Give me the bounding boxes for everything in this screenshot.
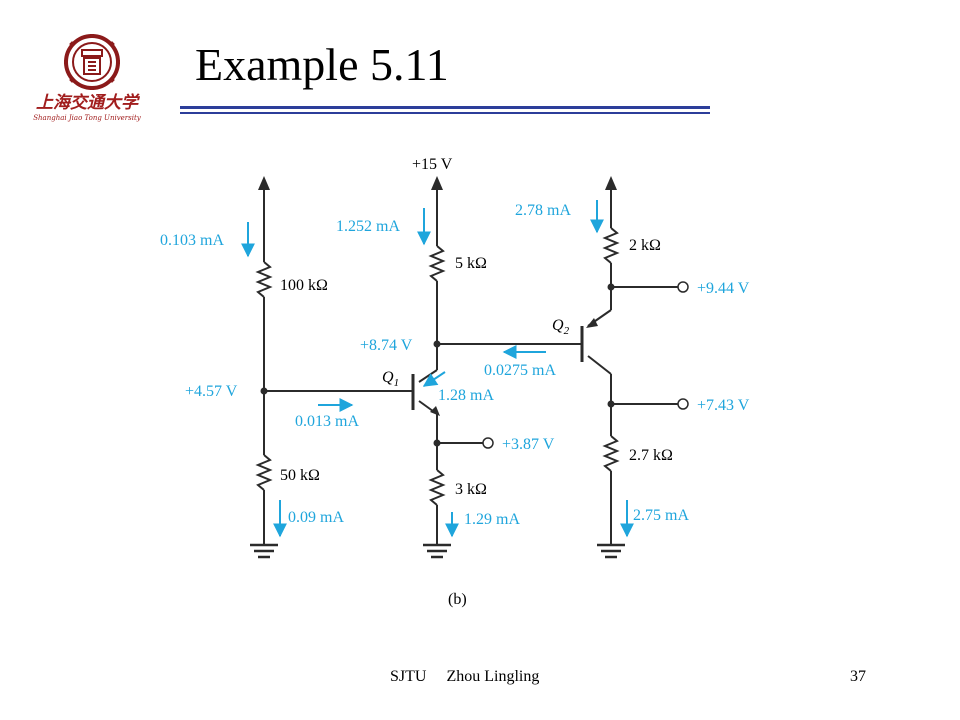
output-terminals [482, 281, 689, 449]
current-i-2k: 2.78 mA [515, 202, 571, 219]
label-r2-7k: 2.7 kΩ [629, 447, 673, 464]
node-emitter-q1 [433, 439, 441, 447]
q2-collector-lead [587, 355, 612, 375]
ground-right [597, 543, 625, 559]
university-logo: 上海交通大学 Shanghai Jiao Tong University [33, 34, 142, 122]
supply-arrows [258, 176, 617, 190]
node-collector-q1 [433, 340, 441, 348]
logo-chinese-name: 上海交通大学 [36, 93, 141, 113]
ground-symbols [250, 543, 625, 559]
arrow-i-emitter-q1 [422, 371, 446, 387]
terminal-collector-q2 [677, 398, 689, 410]
label-r2k: 2 kΩ [629, 237, 661, 254]
voltage-emitter-q2: +9.44 V [697, 280, 750, 297]
current-i-2-7k: 2.75 mA [633, 507, 689, 524]
current-i-base-q1: 0.013 mA [295, 413, 359, 430]
q1-emitter-arrow [430, 406, 440, 416]
voltage-base-q1: +4.57 V [185, 383, 238, 400]
terminal-emitter-q1 [482, 437, 494, 449]
footer-page-number: 37 [850, 668, 866, 685]
resistor-2-7k [602, 435, 620, 472]
footer-author: SJTU Zhou Lingling [390, 668, 540, 685]
label-q2: Q2 [552, 317, 570, 337]
current-arrows [241, 200, 634, 538]
voltage-collector-q2: +7.43 V [697, 397, 750, 414]
label-q1: Q1 [382, 369, 399, 389]
resistor-5k [428, 245, 446, 282]
node-base-q1 [260, 387, 268, 395]
supply-arrow-right [605, 176, 617, 190]
supply-arrow-mid [431, 176, 443, 190]
label-r100k: 100 kΩ [280, 277, 328, 294]
label-r50k: 50 kΩ [280, 467, 320, 484]
label-supply: +15 V [412, 156, 453, 173]
resistor-2k [602, 227, 620, 264]
label-r5k: 5 kΩ [455, 255, 487, 272]
ground-left [250, 543, 278, 559]
current-i-3k: 1.29 mA [464, 511, 520, 528]
voltage-emitter-q1: +3.87 V [502, 436, 555, 453]
figure-caption: (b) [448, 591, 467, 608]
title-underline-thick [180, 106, 710, 109]
ground-mid [423, 543, 451, 559]
voltage-collector-q1: +8.74 V [360, 337, 413, 354]
terminal-emitter-q2 [677, 281, 689, 293]
resistor-3k [428, 469, 446, 506]
label-r3k: 3 kΩ [455, 481, 487, 498]
logo-english-name: Shanghai Jiao Tong University [33, 114, 142, 122]
current-i-base-q2: 0.0275 mA [484, 362, 556, 379]
node-collector-q2 [607, 400, 615, 408]
resistor-100k [255, 261, 273, 298]
slide-title: Example 5.11 [195, 39, 449, 90]
current-i-emitter-q1: 1.28 mA [438, 387, 494, 404]
resistor-50k [255, 454, 273, 491]
supply-arrow-left [258, 176, 270, 190]
current-i-100k: 0.103 mA [160, 232, 224, 249]
title-underline-thin [180, 112, 710, 114]
current-i-5k: 1.252 mA [336, 218, 400, 235]
q2-emitter-arrow [586, 318, 598, 328]
node-emitter-q2 [607, 283, 615, 291]
current-i-50k: 0.09 mA [288, 509, 344, 526]
junction-dots [260, 283, 615, 447]
